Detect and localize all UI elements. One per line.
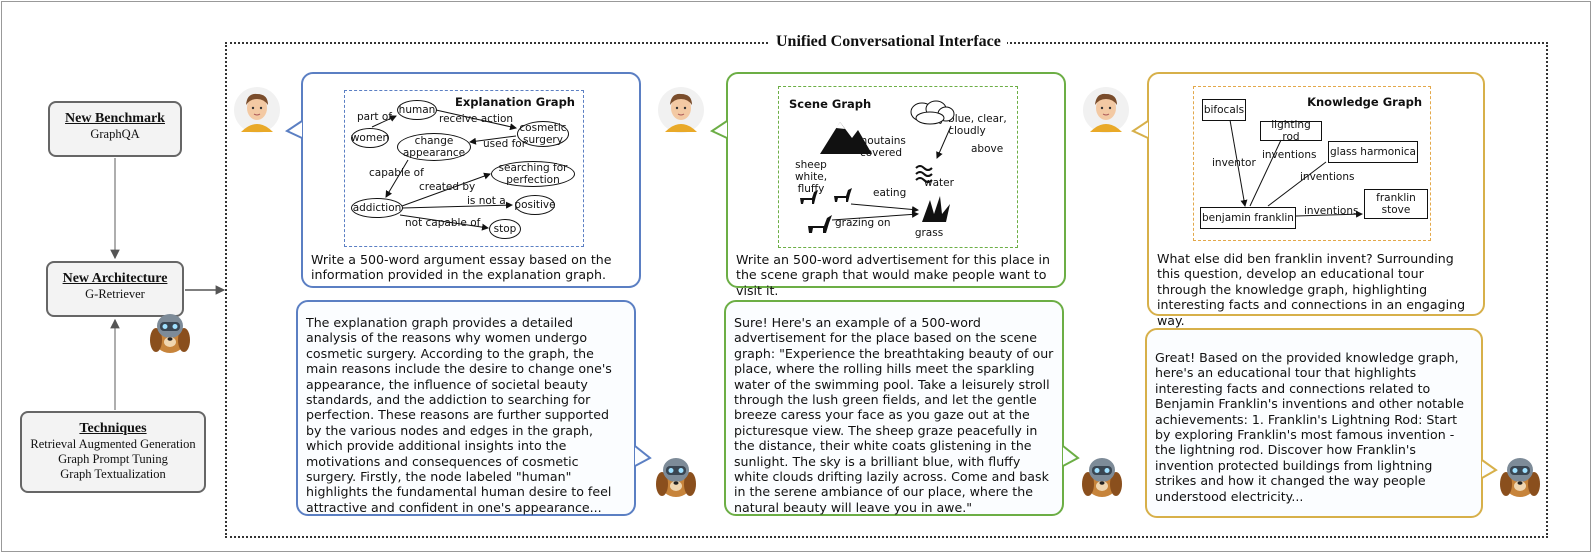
edge-label: not capable of [405,217,481,229]
response-card-explanation: The explanation graph provides a detaile… [296,300,636,516]
user-avatar-icon [234,87,280,133]
frame-title: Unified Conversational Interface [770,33,1007,51]
g-retriever-dog-robot-icon [150,314,190,353]
response-card-knowledge: Great! Based on the provided knowledge g… [1145,328,1483,518]
edge-label: above [971,143,1004,155]
g-retriever-dog-robot-icon [1500,458,1540,497]
edge-label: inventions [1300,171,1355,183]
edge-label: inventions [1262,149,1317,161]
edge-label: eating [873,187,907,199]
graph-node: change appearance [397,133,471,161]
graph-node: stop [489,219,521,239]
user-avatar-icon [1083,87,1129,133]
technique-item: Retrieval Augmented Generation [30,437,196,451]
graph-node: sky blue, clear, cloudly [927,113,1007,137]
graph-node: women [351,128,389,148]
edge-label: grazing on [835,217,891,229]
response-text: Sure! Here's an example of a 500-word ad… [734,315,1054,515]
benchmark-box: New Benchmark GraphQA [48,101,182,157]
architecture-box: New Architecture G-Retriever [46,261,184,317]
scene-graph: Scene Graph moutains covered sky blue, c… [778,86,1018,248]
prompt-text: Write a 500-word argument essay based on… [311,252,612,283]
graph-node: human [397,100,437,120]
graph-title: Explanation Graph [455,95,575,109]
graph-title: Scene Graph [789,97,872,111]
architecture-title: New Architecture [62,271,168,286]
graph-node: franklin stove [1364,189,1428,219]
graph-node: grass [914,227,944,239]
explanation-graph: Explanation Graph human women cosmetic s… [344,90,584,247]
response-text: The explanation graph provides a detaile… [306,315,612,515]
graph-node: sheep white, fluffy [794,159,828,195]
graph-node: benjamin franklin [1200,207,1296,229]
edge-label: capable of [369,167,424,179]
g-retriever-dog-robot-icon [1082,458,1122,497]
user-avatar-icon [658,87,704,133]
edge-label: used for [483,138,527,150]
benchmark-sub: GraphQA [90,127,140,141]
prompt-text: What else did ben franklin invent? Surro… [1157,251,1466,328]
techniques-title: Techniques [79,421,147,436]
graph-node: moutains covered [857,135,906,159]
graph-node: addiction [351,198,403,218]
g-retriever-dog-robot-icon [656,458,696,497]
edge-label: inventions [1304,205,1359,217]
graph-title: Knowledge Graph [1307,95,1422,109]
response-card-scene: Sure! Here's an example of a 500-word ad… [724,300,1064,516]
graph-node: positive [514,195,556,215]
edge-label: created by [419,181,476,193]
response-text: Great! Based on the provided knowledge g… [1155,350,1465,504]
technique-item: Graph Prompt Tuning [58,452,168,466]
graph-node: bifocals [1202,99,1246,121]
edge-label: part of [357,111,392,123]
prompt-text: Write an 500-word advertisement for this… [736,252,1050,298]
edge-label: is not a [467,195,506,207]
knowledge-graph: Knowledge Graph bifocals lighting rod gl… [1193,86,1431,241]
architecture-sub: G-Retriever [85,287,145,301]
benchmark-title: New Benchmark [65,111,165,126]
techniques-box: Techniques Retrieval Augmented Generatio… [20,411,206,493]
graph-node: lighting rod [1260,119,1322,143]
technique-item: Graph Textualization [60,467,166,481]
graph-node: cosmetic surgery [517,121,569,147]
edge-label: receive action [439,113,514,125]
graph-node: glass harmonica [1328,141,1418,163]
graph-node: water [924,177,954,189]
edge-label: inventor [1212,157,1256,169]
graph-node: searching for perfection [491,161,575,187]
